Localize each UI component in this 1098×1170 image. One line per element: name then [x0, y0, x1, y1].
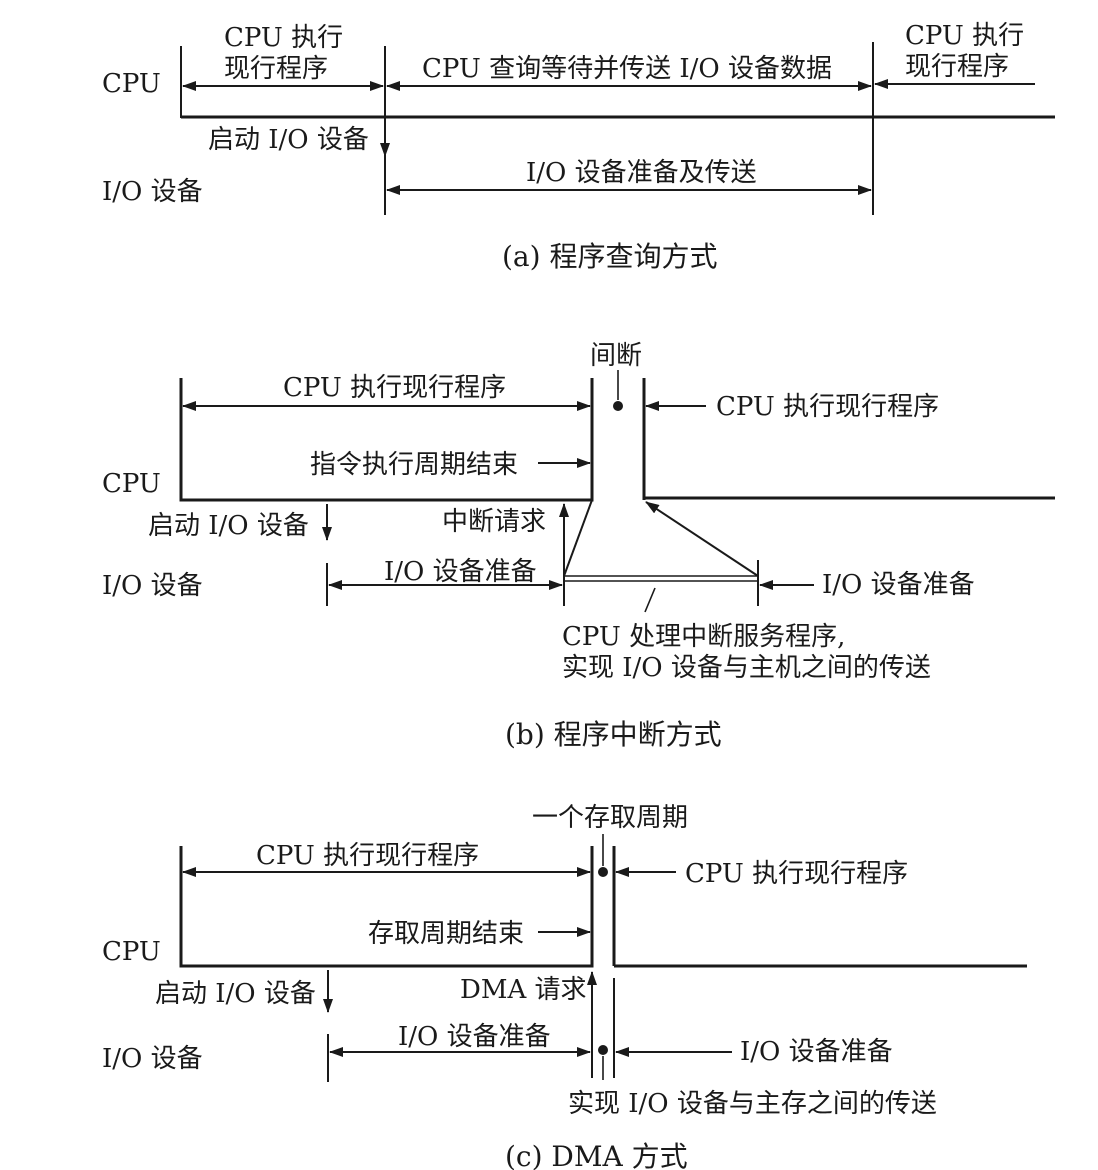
c-start-io-label: 启动 I/O 设备 [155, 979, 316, 1009]
c-io-prep-right-label: I/O 设备准备 [740, 1037, 893, 1067]
b-io-prep-right-label: I/O 设备准备 [822, 570, 975, 600]
c-transfer-label: 实现 I/O 设备与主存之间的传送 [568, 1089, 937, 1119]
c-cpu-block-left [179, 846, 594, 968]
b-isr-pointer [644, 587, 656, 613]
a-caption: (a) 程序查询方式 [502, 240, 717, 273]
c-cpu-exec-right-label: CPU 执行现行程序 [685, 859, 908, 889]
b-io-prep-left-label: I/O 设备准备 [384, 557, 537, 587]
panel-c-dma: CPU I/O 设备 一个存取周期 CPU 执行现行程序 CPU 执行现行程序 … [102, 803, 1027, 1170]
a-cpu-exec-left-line1: CPU 执行 [224, 23, 343, 53]
b-isr-label-line1: CPU 处理中断服务程序, [562, 622, 845, 652]
a-start-io-label: 启动 I/O 设备 [208, 125, 369, 155]
b-start-io-label: 启动 I/O 设备 [148, 511, 309, 541]
a-io-label: I/O 设备 [102, 177, 203, 207]
c-cpu-exec-left-label: CPU 执行现行程序 [256, 841, 479, 871]
c-caption: (c) DMA 方式 [505, 1140, 688, 1170]
c-dma-request-label: DMA 请求 [460, 975, 587, 1005]
a-cpu-label: CPU [102, 69, 161, 99]
b-caption: (b) 程序中断方式 [505, 718, 722, 751]
b-interrupt-label: 间断 [590, 341, 642, 371]
b-isr-label-line2: 实现 I/O 设备与主机之间的传送 [562, 653, 931, 683]
c-cpu-label: CPU [102, 937, 161, 967]
a-cpu-exec-right-line1: CPU 执行 [905, 21, 1024, 51]
c-access-cycle-dot [598, 867, 608, 877]
b-interrupt-dot [613, 401, 623, 411]
c-io-label: I/O 设备 [102, 1044, 203, 1074]
a-cpu-query-label: CPU 查询等待并传送 I/O 设备数据 [422, 54, 832, 84]
a-io-prep-label: I/O 设备准备及传送 [526, 158, 757, 188]
b-instr-end-label: 指令执行周期结束 [310, 450, 518, 480]
b-io-label: I/O 设备 [102, 571, 203, 601]
panel-a-program-query: CPU I/O 设备 CPU 执行 现行程序 CPU 查询等待并传送 I/O 设… [102, 21, 1055, 273]
b-interrupt-request-label: 中断请求 [442, 507, 546, 537]
b-return-arrow [645, 501, 759, 577]
a-cpu-exec-right-line2: 现行程序 [905, 52, 1009, 82]
b-funnel-left [563, 499, 593, 577]
panel-b-program-interrupt: CPU I/O 设备 间断 CPU 执行现行程序 CPU 执行现行程序 指令执行… [102, 341, 1055, 751]
b-cpu-exec-left-label: CPU 执行现行程序 [283, 373, 506, 403]
c-access-cycle-label: 一个存取周期 [532, 803, 688, 833]
c-access-end-label: 存取周期结束 [368, 919, 524, 949]
c-transfer-dot [598, 1045, 608, 1055]
c-io-prep-left-label: I/O 设备准备 [398, 1022, 551, 1052]
b-cpu-block-left [179, 378, 594, 502]
b-cpu-exec-right-label: CPU 执行现行程序 [716, 392, 939, 422]
a-cpu-exec-left-line2: 现行程序 [224, 54, 328, 84]
b-cpu-label: CPU [102, 469, 161, 499]
